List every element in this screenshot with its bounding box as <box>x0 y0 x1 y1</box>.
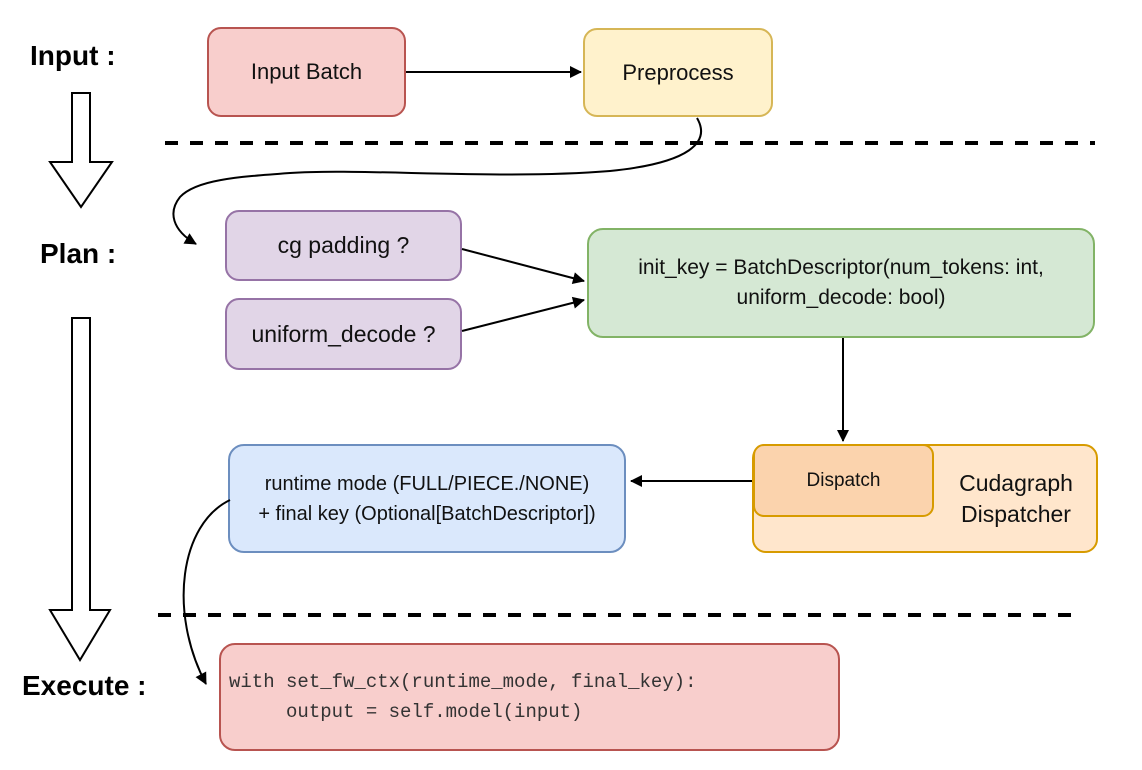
node-execute-code-line1: with set_fw_ctx(runtime_mode, final_key)… <box>229 671 697 693</box>
node-dispatch: Dispatch <box>753 444 934 517</box>
stage-label-execute: Execute : <box>22 670 147 701</box>
node-preprocess-label: Preprocess <box>622 59 734 85</box>
node-runtime-mode-line1: runtime mode (FULL/PIECE./NONE) <box>264 472 590 495</box>
arrow-uniform-decode-to-init-key <box>461 296 585 332</box>
node-init-key-line2: uniform_decode: bool) <box>736 286 946 309</box>
stage-label-input: Input : <box>30 40 116 71</box>
node-preprocess: Preprocess <box>583 28 773 117</box>
node-execute-code-line2: output = self.model(input) <box>229 701 583 723</box>
stage-arrow-plan-to-execute <box>48 317 112 662</box>
node-uniform-decode: uniform_decode ? <box>225 298 462 370</box>
stage-arrow-input-to-plan <box>48 92 114 209</box>
node-init-key: init_key = BatchDescriptor(num_tokens: i… <box>587 228 1095 338</box>
arrow-cg-padding-to-init-key <box>461 248 585 285</box>
node-runtime-mode: runtime mode (FULL/PIECE./NONE) + final … <box>228 444 626 553</box>
node-cg-padding: cg padding ? <box>225 210 462 281</box>
node-execute-code: with set_fw_ctx(runtime_mode, final_key)… <box>219 643 840 751</box>
node-cudagraph-dispatcher-label: Cudagraph Dispatcher <box>959 469 1073 527</box>
node-input-batch-label: Input Batch <box>250 59 363 84</box>
node-uniform-decode-label: uniform_decode ? <box>251 320 436 347</box>
node-dispatch-label: Dispatch <box>806 469 881 491</box>
node-runtime-mode-line2: + final key (Optional[BatchDescriptor]) <box>258 502 596 525</box>
node-init-key-line1: init_key = BatchDescriptor(num_tokens: i… <box>638 256 1044 279</box>
stage-label-plan: Plan : <box>40 238 117 269</box>
node-cg-padding-label: cg padding ? <box>277 232 410 258</box>
node-input-batch: Input Batch <box>207 27 406 117</box>
